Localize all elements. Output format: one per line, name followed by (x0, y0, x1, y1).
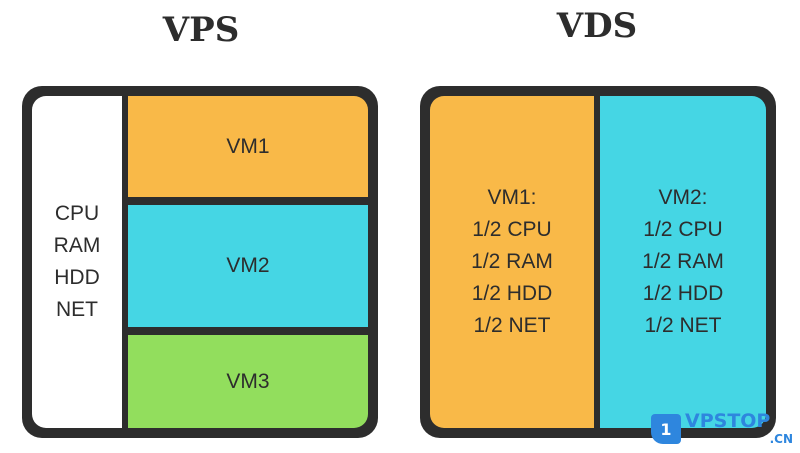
vpstop-watermark: 1 VPSTOP .CN (651, 410, 797, 450)
vds-vm1-ram: 1/2 RAM (471, 250, 553, 273)
vds-vm2-hdd: 1/2 HDD (642, 282, 724, 305)
vds-vm2-block: VM2: 1/2 CPU 1/2 RAM 1/2 HDD 1/2 NET (600, 96, 766, 428)
vds-vm1-label: VM1: (487, 186, 537, 209)
vps-vm1-block: VM1 (128, 96, 368, 197)
vpstop-logo-name: VPSTOP (685, 410, 771, 432)
vds-vm2-ram: 1/2 RAM (642, 250, 724, 273)
vds-title: VDS (556, 6, 638, 46)
vpstop-logo-icon: 1 (651, 414, 681, 444)
vds-vm1-block: VM1: 1/2 CPU 1/2 RAM 1/2 HDD 1/2 NET (430, 96, 594, 428)
vds-vm2-cpu: 1/2 CPU (643, 218, 723, 241)
vds-vm1-hdd: 1/2 HDD (471, 282, 553, 305)
vds-vm2-label: VM2: (658, 186, 708, 209)
vpstop-logo-tld: .CN (769, 432, 793, 446)
vps-resource-hdd: HDD (54, 266, 100, 289)
vds-diagram: VM1: 1/2 CPU 1/2 RAM 1/2 HDD 1/2 NET VM2… (420, 86, 776, 438)
vps-vm2-block: VM2 (128, 205, 368, 327)
vps-diagram: CPU RAM HDD NET VM1 VM2 VM3 (22, 86, 378, 438)
vps-vm2-label: VM2 (226, 254, 270, 277)
vds-vm2-net: 1/2 NET (644, 314, 722, 337)
vps-title: VPS (162, 10, 240, 50)
vps-vm3-block: VM3 (128, 335, 368, 428)
vps-vm3-label: VM3 (226, 369, 270, 393)
vps-shared-resources: CPU RAM HDD NET (32, 96, 122, 428)
vps-vm1-label: VM1 (226, 134, 270, 158)
vps-resource-cpu: CPU (54, 202, 100, 225)
vps-resource-net: NET (55, 298, 98, 321)
vds-vm1-net: 1/2 NET (473, 314, 551, 337)
vds-vm1-cpu: 1/2 CPU (472, 218, 552, 241)
vps-resource-ram: RAM (53, 234, 101, 257)
